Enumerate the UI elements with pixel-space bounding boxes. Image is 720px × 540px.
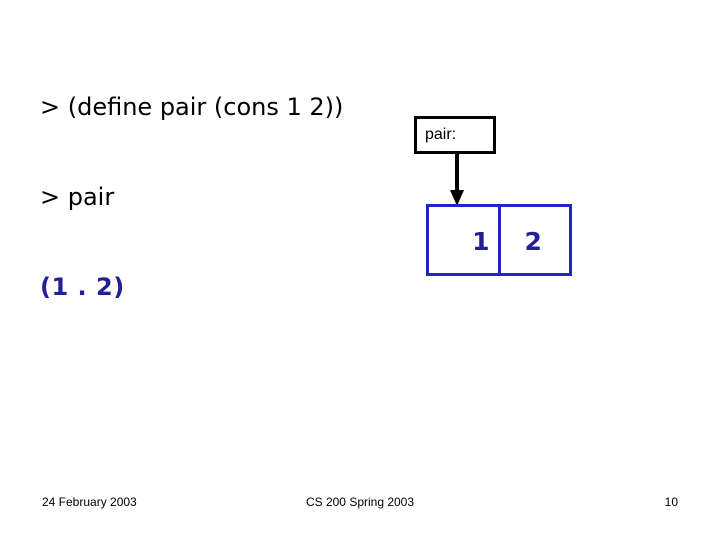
slide-footer: 24 February 2003 CS 200 Spring 2003 10 (0, 495, 720, 515)
cons-cell: 1 2 (426, 204, 572, 276)
repl-line-result: (1 . 2) (40, 273, 125, 301)
cons-cdr-slot: 2 (501, 207, 570, 273)
pointer-arrow-icon (450, 152, 464, 206)
repl-line-define: > (define pair (cons 1 2)) (40, 93, 344, 121)
cons-cdr-value: 2 (524, 227, 542, 256)
pair-box-label-text: pair: (425, 126, 457, 143)
footer-date: 24 February 2003 (42, 495, 137, 509)
footer-course: CS 200 Spring 2003 (305, 495, 415, 509)
repl-transcript: > (define pair (cons 1 2)) > pair (1 . 2… (40, 32, 343, 362)
footer-page-number: 10 (664, 495, 678, 509)
pair-label-box: pair: (414, 116, 496, 154)
repl-line-pair: > pair (40, 183, 115, 211)
cons-car-slot: 1 (429, 207, 501, 273)
cons-car-value: 1 (472, 227, 490, 256)
